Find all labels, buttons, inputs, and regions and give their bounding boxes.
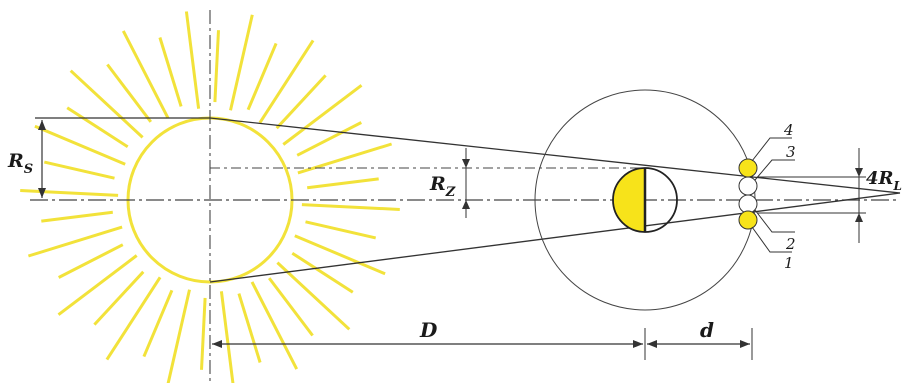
sun-ray bbox=[229, 14, 254, 111]
sun-ray bbox=[297, 142, 393, 175]
sun-ray bbox=[291, 251, 354, 294]
sun-ray bbox=[69, 69, 144, 139]
sun-ray bbox=[93, 270, 145, 326]
moon-radius-label: 4RL bbox=[866, 168, 902, 193]
sun-ray bbox=[276, 261, 351, 331]
sun-ray bbox=[158, 37, 183, 107]
distance-sun-earth-label: D bbox=[419, 318, 438, 342]
earth-day-side bbox=[613, 168, 645, 232]
sun-ray bbox=[219, 291, 235, 383]
sun-ray bbox=[105, 276, 162, 361]
distance-earth-moon-label: d bbox=[700, 318, 714, 342]
sun-ray bbox=[307, 177, 379, 190]
arrowhead bbox=[212, 340, 222, 348]
sun-ray bbox=[294, 234, 386, 276]
moon-position-4 bbox=[738, 158, 758, 178]
arrowhead bbox=[38, 120, 46, 130]
sun-ray bbox=[20, 189, 119, 197]
sun-ray bbox=[43, 160, 115, 180]
umbra-upper-line bbox=[209, 117, 901, 194]
moon-position-1 bbox=[738, 210, 758, 230]
sun-ray bbox=[34, 124, 126, 166]
moon-position-2 bbox=[738, 194, 758, 214]
arrowhead bbox=[855, 213, 863, 222]
sun-ray bbox=[184, 11, 201, 109]
arrowhead bbox=[462, 200, 470, 209]
sun-ray bbox=[275, 74, 327, 130]
arrowhead bbox=[38, 188, 46, 198]
sun-ray bbox=[57, 254, 138, 316]
sun-ray bbox=[250, 281, 299, 370]
sun-ray bbox=[296, 121, 362, 157]
sun-ray bbox=[166, 289, 191, 383]
sun-rays bbox=[20, 11, 400, 383]
sun-radius-label: RS bbox=[7, 150, 33, 177]
moon-number-4: 4 bbox=[783, 121, 794, 139]
moon-number-1: 1 bbox=[784, 254, 794, 272]
sun-ray bbox=[58, 243, 124, 279]
sun-ray bbox=[237, 293, 262, 363]
leader-line-4 bbox=[751, 137, 792, 162]
leader-line-2 bbox=[754, 209, 795, 233]
sun-ray bbox=[268, 277, 314, 337]
sun-ray bbox=[121, 30, 170, 119]
sun-ray bbox=[27, 225, 123, 258]
moon-position-3 bbox=[738, 176, 758, 196]
sun-ray bbox=[301, 203, 400, 211]
sun-ray bbox=[246, 42, 278, 111]
sun-ray bbox=[213, 30, 220, 103]
moon-number-3: 3 bbox=[786, 143, 796, 161]
arrowhead bbox=[855, 168, 863, 177]
arrowhead bbox=[462, 159, 470, 168]
arrowhead bbox=[647, 340, 657, 348]
leader-line-1 bbox=[751, 226, 792, 253]
moon-number-2: 2 bbox=[785, 235, 796, 253]
arrowhead bbox=[633, 340, 643, 348]
sun-ray bbox=[66, 106, 129, 149]
earth-radius-label: RZ bbox=[429, 173, 456, 200]
sun-ray bbox=[258, 39, 315, 124]
arrowhead bbox=[740, 340, 750, 348]
umbra-lower-line bbox=[209, 192, 901, 283]
sun-ray bbox=[142, 289, 174, 358]
sun-ray bbox=[200, 297, 207, 370]
sun-ray bbox=[282, 84, 363, 146]
leader-line-3 bbox=[754, 159, 795, 181]
sun-ray bbox=[305, 220, 377, 240]
sun-ray bbox=[41, 210, 113, 223]
sun-ray bbox=[106, 63, 152, 123]
